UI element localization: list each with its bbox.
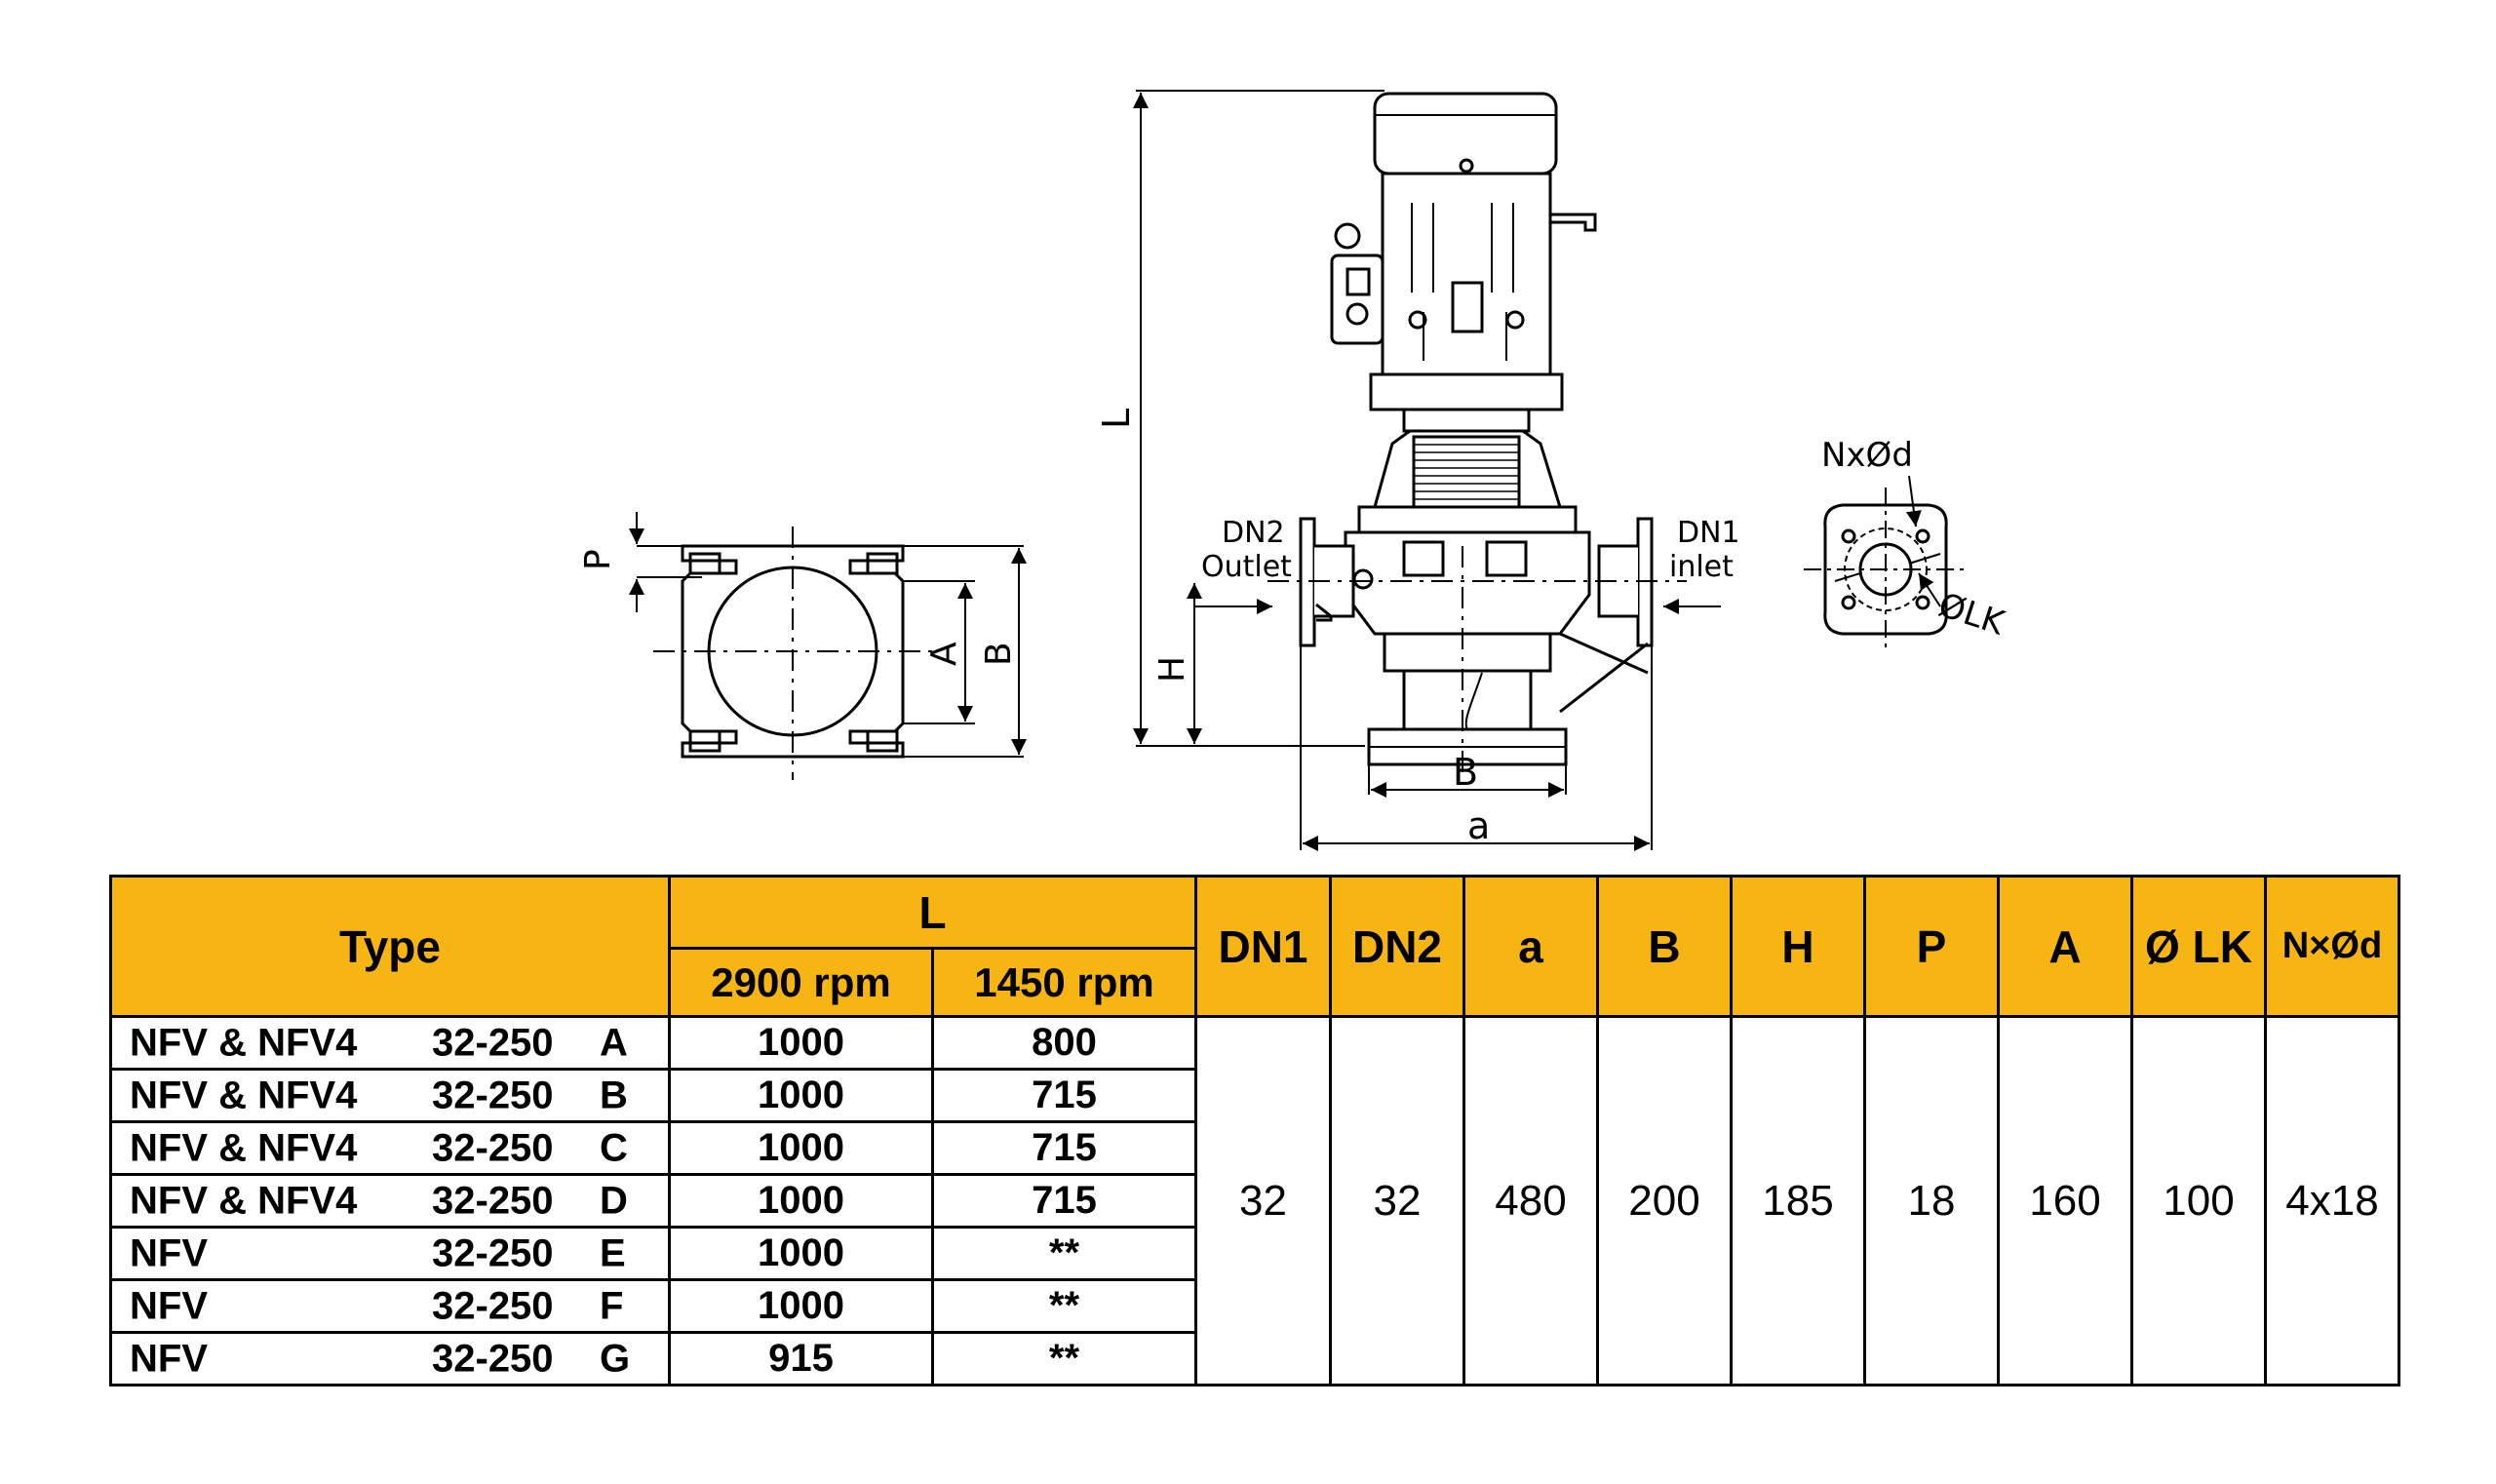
header-2900rpm: 2900 rpm bbox=[668, 947, 934, 1018]
model-size: 32-250 bbox=[432, 1126, 554, 1169]
dim-label-b-bottom: B bbox=[1453, 751, 1478, 794]
lk-value: 100 bbox=[2130, 1015, 2267, 1386]
outlet-dn-label: DN2 bbox=[1222, 516, 1285, 550]
header-p: P bbox=[1863, 875, 2000, 1018]
type-cell: NFV 32-250 F bbox=[109, 1278, 671, 1334]
header-h: H bbox=[1730, 875, 1866, 1018]
base-top-view bbox=[629, 512, 1027, 780]
model-variant: F bbox=[600, 1284, 624, 1327]
dim-label-p: P bbox=[578, 549, 618, 570]
model-variant: D bbox=[600, 1179, 628, 1222]
header-lk: Ø LK bbox=[2130, 875, 2267, 1018]
type-cell: NFV 32-250 E bbox=[109, 1226, 671, 1281]
l-1450-value: ** bbox=[931, 1331, 1197, 1386]
a-value: 480 bbox=[1462, 1015, 1599, 1386]
type-cell: NFV & NFV4 32-250 A bbox=[109, 1015, 671, 1071]
p-value: 18 bbox=[1863, 1015, 2000, 1386]
nxd-value: 4x18 bbox=[2264, 1015, 2400, 1386]
pump-front-view bbox=[1268, 92, 1687, 780]
l-1450-value: 715 bbox=[931, 1068, 1197, 1123]
dim-l bbox=[1133, 90, 1721, 851]
outlet-label: Outlet bbox=[1201, 550, 1292, 584]
model-size: 32-250 bbox=[432, 1337, 554, 1380]
l-2900-value: 1000 bbox=[668, 1173, 934, 1229]
model-name: NFV bbox=[130, 1231, 208, 1274]
type-cell: NFV & NFV4 32-250 C bbox=[109, 1120, 671, 1176]
dim-label-a: A bbox=[924, 642, 964, 666]
model-size: 32-250 bbox=[432, 1179, 554, 1222]
dim-label-a-width: a bbox=[1467, 804, 1490, 847]
header-dn2: DN2 bbox=[1329, 875, 1465, 1018]
header-1450rpm: 1450 rpm bbox=[931, 947, 1197, 1018]
header-a-cap: A bbox=[1997, 875, 2133, 1018]
model-size: 32-250 bbox=[432, 1284, 554, 1327]
l-1450-value: ** bbox=[931, 1278, 1197, 1334]
header-b: B bbox=[1596, 875, 1733, 1018]
model-variant: A bbox=[600, 1021, 628, 1064]
pump-dimension-drawing: P A B bbox=[578, 90, 2010, 851]
model-size: 32-250 bbox=[432, 1231, 554, 1274]
header-l: L bbox=[668, 875, 1197, 950]
l-2900-value: 1000 bbox=[668, 1226, 934, 1281]
l-2900-value: 1000 bbox=[668, 1120, 934, 1176]
l-1450-value: 715 bbox=[931, 1173, 1197, 1229]
table-row: NFV 32-250 F 1000 ** bbox=[109, 1278, 2399, 1334]
inlet-dn-label: DN1 bbox=[1677, 516, 1740, 550]
model-name: NFV & NFV4 bbox=[130, 1179, 358, 1222]
model-name: NFV bbox=[130, 1284, 208, 1327]
model-name: NFV & NFV4 bbox=[130, 1021, 358, 1064]
type-cell: NFV & NFV4 32-250 B bbox=[109, 1068, 671, 1123]
table-row: NFV & NFV4 32-250 A 1000 800 32 32 480 2… bbox=[109, 1015, 2400, 1386]
model-variant: G bbox=[600, 1337, 631, 1380]
l-2900-value: 915 bbox=[668, 1331, 934, 1386]
header-a: a bbox=[1462, 875, 1599, 1018]
b-value: 200 bbox=[1596, 1015, 1733, 1386]
l-2900-value: 1000 bbox=[668, 1278, 934, 1334]
l-2900-value: 1000 bbox=[668, 1015, 934, 1071]
dim-label-l: L bbox=[1095, 409, 1138, 429]
table-row: NFV 32-250 G 915 ** bbox=[109, 1331, 2399, 1386]
l-1450-value: 800 bbox=[931, 1015, 1197, 1071]
flange-detail bbox=[1804, 488, 1970, 651]
dim-label-b-side: B bbox=[979, 642, 1019, 666]
header-nxd: N×Ød bbox=[2264, 875, 2400, 1018]
model-variant: B bbox=[600, 1074, 628, 1116]
dim-label-h: H bbox=[1152, 656, 1192, 683]
a-cap-value: 160 bbox=[1997, 1015, 2133, 1386]
l-2900-value: 1000 bbox=[668, 1068, 934, 1123]
dn1-value: 32 bbox=[1194, 1015, 1332, 1386]
header-dn1: DN1 bbox=[1194, 875, 1332, 1018]
flange-bolt-circle-label: ØLK bbox=[1933, 586, 2010, 644]
type-cell: NFV 32-250 G bbox=[109, 1331, 671, 1386]
l-1450-value: 715 bbox=[931, 1120, 1197, 1176]
table-row: NFV & NFV4 32-250 B 1000 715 bbox=[109, 1068, 2399, 1123]
model-size: 32-250 bbox=[432, 1074, 554, 1116]
model-name: NFV & NFV4 bbox=[130, 1126, 358, 1169]
table-row: NFV 32-250 E 1000 ** bbox=[109, 1226, 2399, 1281]
l-1450-value: ** bbox=[931, 1226, 1197, 1281]
flange-holes-label: NxØd bbox=[1821, 436, 1913, 475]
model-variant: C bbox=[600, 1126, 628, 1169]
model-size: 32-250 bbox=[432, 1021, 554, 1064]
header-type: Type bbox=[109, 875, 671, 1018]
dn2-value: 32 bbox=[1329, 1015, 1465, 1386]
model-name: NFV bbox=[130, 1337, 208, 1380]
model-variant: E bbox=[600, 1231, 626, 1274]
inlet-label: inlet bbox=[1669, 550, 1734, 584]
h-value: 185 bbox=[1730, 1015, 1866, 1386]
model-name: NFV & NFV4 bbox=[130, 1074, 358, 1116]
table-row: NFV & NFV4 32-250 D 1000 715 bbox=[109, 1173, 2399, 1229]
table-row: NFV & NFV4 32-250 C 1000 715 bbox=[109, 1120, 2399, 1176]
dimension-table: Type L DN1 DN2 a B H P A Ø LK N×Ød 2900 … bbox=[109, 875, 2400, 1386]
type-cell: NFV & NFV4 32-250 D bbox=[109, 1173, 671, 1229]
